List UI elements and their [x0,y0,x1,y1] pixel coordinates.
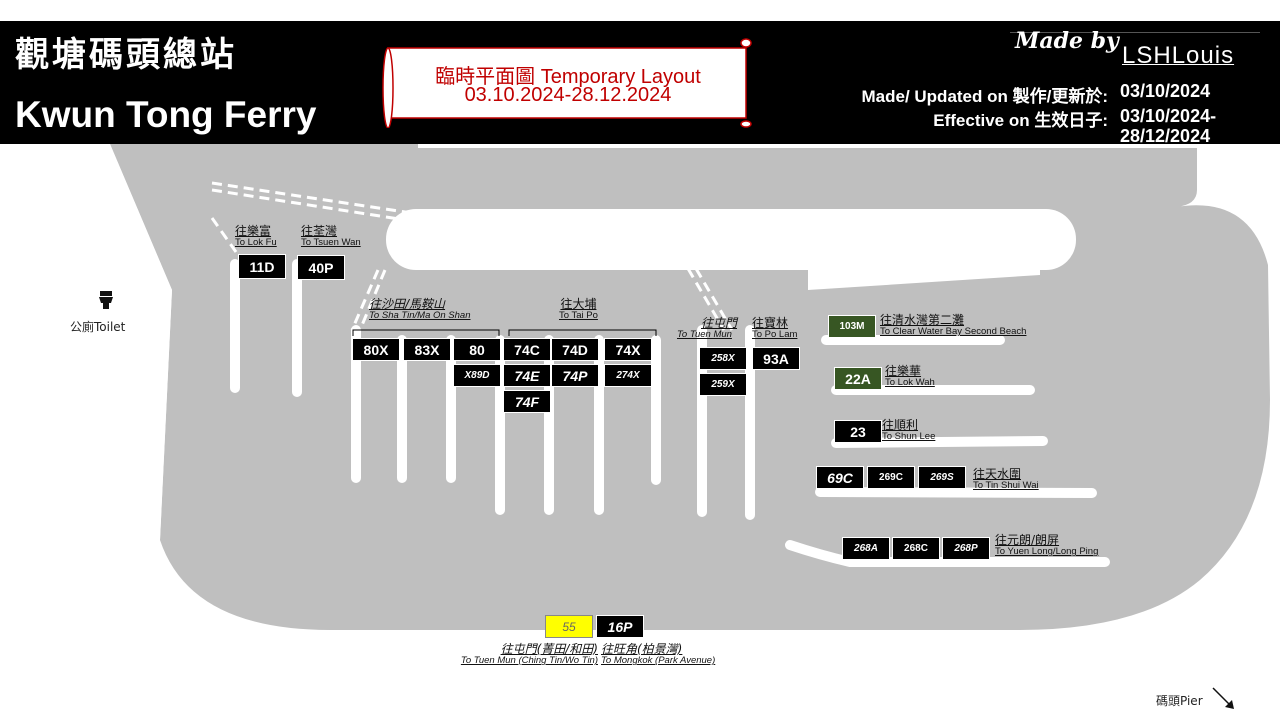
route-93A: 93A [752,347,800,370]
route-74D: 74D [551,338,599,361]
route-269C: 269C [867,466,915,489]
route-83X: 83X [403,338,451,361]
credit-divider [1010,32,1260,33]
author-name: LSHLouis [1122,42,1235,69]
page-title-en: Kwun Tong Ferry [15,94,317,135]
route-258X: 258X [699,347,747,370]
toilet-icon [99,291,113,309]
route-259X: 259X [699,373,747,396]
page-title-zh: 觀塘碼頭總站 [15,35,237,75]
dest-tuen-mun-ching-tin: 往屯門(菁田/和田)To Tuen Mun (Ching Tin/Wo Tin) [460,642,598,667]
effective-label: Effective on 生效日子: [933,111,1108,130]
route-74E: 74E [503,364,551,387]
route-69C: 69C [816,466,864,489]
route-22A: 22A [834,367,882,390]
route-74X: 74X [604,338,652,361]
made-by-label: Made by [1015,28,1119,54]
route-74F: 74F [503,390,551,413]
route-274X: 274X [604,364,652,387]
route-80X: 80X [352,338,400,361]
arrow-down-right-icon [1212,687,1234,709]
route-80: 80 [453,338,501,361]
route-11D: 11D [238,254,286,279]
route-16P: 16P [596,615,644,638]
route-40P: 40P [297,255,345,280]
scroll-banner [382,38,752,128]
route-103M: 103M [828,315,876,338]
dest-mongkok: 往旺角(柏景灣)To Mongkok (Park Avenue) [601,642,716,667]
route-23: 23 [834,420,882,443]
route-X89D: X89D [453,364,501,387]
effective-value-end: 28/12/2024 [1120,126,1211,146]
effective-value-start: 03/10/2024- [1120,106,1217,126]
route-268A: 268A [842,537,890,560]
route-268C: 268C [892,537,940,560]
route-74P: 74P [551,364,599,387]
updated-label: Made/ Updated on 製作/更新於: [861,87,1109,106]
route-55: 55 [545,615,593,638]
route-74C: 74C [503,338,551,361]
traffic-island-right [808,214,1040,290]
notice-line-2: 03.10.2024-28.12.2024 [464,84,672,106]
pier-label: 碼頭Pier [1156,694,1203,708]
route-268P: 268P [942,537,990,560]
left-edge [0,144,230,720]
updated-value: 03/10/2024 [1120,81,1211,101]
route-269S: 269S [918,466,966,489]
notice-line-1: 臨時平面圖 Temporary Layout [435,66,701,88]
toilet-label: 公廁Toilet [70,320,126,334]
